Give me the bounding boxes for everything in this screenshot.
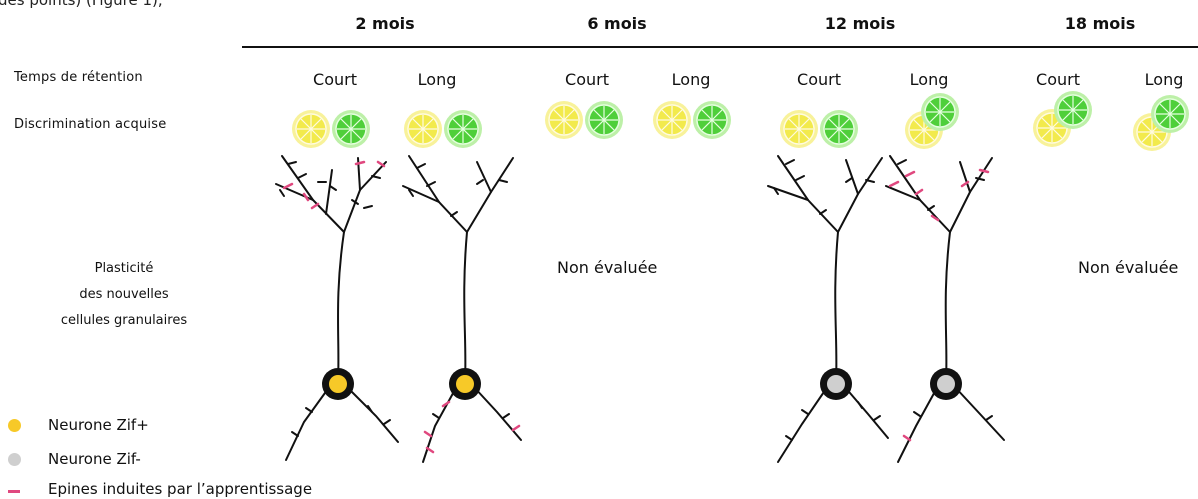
header-divider	[242, 46, 1198, 48]
age-header-18-months: 18 mois	[1064, 14, 1136, 33]
condition-label-2m-short: Court	[313, 70, 357, 89]
lemon-slice-icon	[545, 101, 583, 139]
lime-slice-icon	[921, 93, 959, 131]
condition-label-2m-long: Long	[417, 70, 457, 89]
fruit-pair-6m-short	[545, 101, 623, 139]
plasticity-label-line-3: cellules granulaires	[60, 313, 188, 328]
fruit-pair-2m-short	[292, 110, 370, 148]
zif-positive-soma	[329, 375, 347, 393]
condition-label-18m-long: Long	[1144, 70, 1184, 89]
age-header-2-months: 2 mois	[355, 14, 415, 33]
zif-positive-legend-icon	[8, 419, 21, 432]
lemon-slice-icon	[653, 101, 691, 139]
condition-label-6m-short: Court	[565, 70, 609, 89]
plasticity-label-line-1: Plasticité	[94, 261, 154, 276]
truncated-text-fragment: des points) (Figure 1),	[0, 0, 163, 9]
condition-label-18m-short: Court	[1036, 70, 1080, 89]
fruit-pair-12m-short	[780, 110, 858, 148]
lime-slice-icon	[1151, 95, 1189, 133]
lime-slice-icon	[1054, 91, 1092, 129]
neuron-12m-short	[767, 155, 889, 463]
zif-negative-soma	[827, 375, 845, 393]
fruit-pair-2m-long	[404, 110, 482, 148]
plasticity-label: Plasticité des nouvelles cellules granul…	[0, 256, 248, 334]
zif-negative-soma	[937, 375, 955, 393]
fruit-pair-6m-long	[653, 101, 731, 139]
fruit-pair-12m-long	[905, 93, 959, 149]
plasticity-label-line-2: des nouvelles	[79, 287, 169, 302]
zif-negative-legend-icon	[8, 453, 21, 466]
neuron-12m-long	[885, 155, 1005, 463]
condition-label-12m-short: Court	[797, 70, 841, 89]
legend-induced-spines: Epines induites par l’apprentissage	[48, 480, 313, 498]
zif-positive-soma	[456, 375, 474, 393]
not-evaluated-6-months: Non évaluée	[557, 258, 658, 277]
neuron-2m-long	[402, 155, 522, 463]
lime-slice-icon	[585, 101, 623, 139]
not-evaluated-18-months: Non évaluée	[1078, 258, 1179, 277]
retention-time-label: Temps de rétention	[14, 70, 143, 85]
lemon-slice-icon	[292, 110, 330, 148]
legend-zif-negative: Neurone Zif-	[48, 450, 141, 468]
lemon-slice-icon	[404, 110, 442, 148]
condition-label-6m-long: Long	[671, 70, 711, 89]
fruit-pair-18m-short	[1033, 91, 1092, 147]
fruit-pair-18m-long	[1133, 95, 1189, 151]
lime-slice-icon	[693, 101, 731, 139]
legend-zif-positive: Neurone Zif+	[48, 416, 149, 434]
neuron-2m-short	[275, 155, 399, 461]
lime-slice-icon	[820, 110, 858, 148]
age-header-12-months: 12 mois	[824, 14, 896, 33]
induced-spine-legend-icon	[8, 490, 20, 493]
age-header-6-months: 6 mois	[587, 14, 647, 33]
lime-slice-icon	[444, 110, 482, 148]
lime-slice-icon	[332, 110, 370, 148]
lemon-slice-icon	[780, 110, 818, 148]
acquired-discrimination-label: Discrimination acquise	[14, 117, 167, 132]
condition-label-12m-long: Long	[909, 70, 949, 89]
